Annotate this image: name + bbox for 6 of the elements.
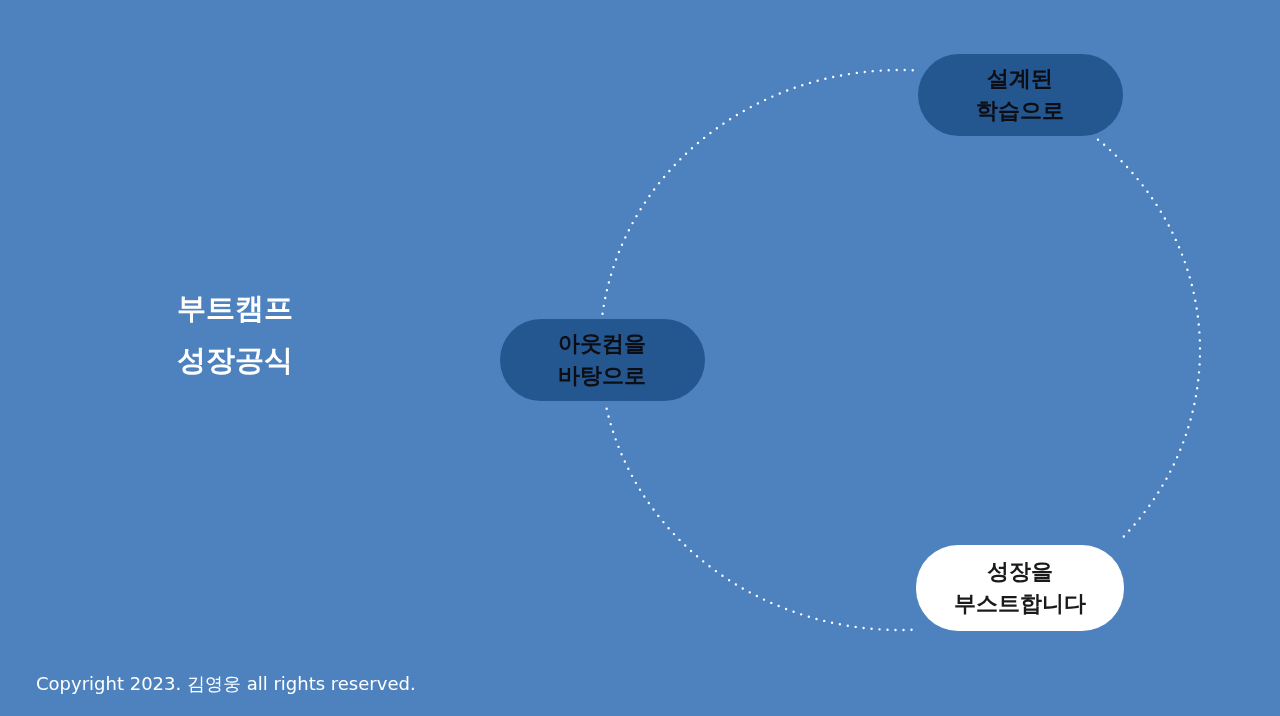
node-text: 설계된 학습으로 (975, 65, 1066, 125)
copyright-note: Copyright 2023. 김영웅 all rights reserved. (36, 672, 416, 696)
title: 부트캠프 성장공식 (176, 290, 294, 380)
node-text: 아웃컴을 바탕으로 (557, 330, 648, 390)
node-text: 성장을 부스트합니다 (953, 558, 1087, 618)
dotted-arc-connector (601, 68, 914, 315)
